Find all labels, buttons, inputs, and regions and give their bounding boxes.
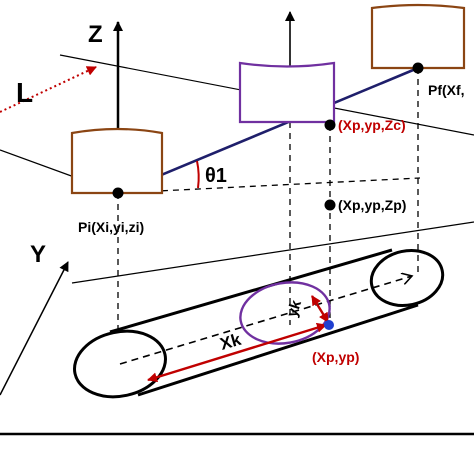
point-pi — [112, 187, 124, 199]
direction-label-l: L — [16, 77, 33, 108]
camera-box-middle — [238, 61, 336, 124]
ground-plane-line — [71, 221, 474, 284]
label-yk: yk — [284, 297, 306, 319]
cylinder-bottom-edge — [137, 303, 419, 397]
label-projected-point: (Xp,yp,Zp) — [338, 197, 406, 213]
point-projected — [324, 199, 336, 211]
label-initial-point: Pi(Xi,yi,zi) — [78, 219, 144, 235]
arrow-xk — [147, 322, 327, 383]
label-xk: Xk — [218, 330, 244, 354]
y-axis-label: Y — [30, 241, 46, 268]
label-camera-point: (Xp,yp,Zc) — [338, 117, 406, 133]
point-ground — [324, 320, 334, 330]
arrow-yk — [310, 295, 330, 323]
guide-horizontal — [117, 177, 421, 194]
cylinder-end-far — [369, 249, 445, 307]
y-axis — [0, 261, 69, 396]
angle-arc — [196, 160, 200, 189]
point-camera — [324, 119, 336, 131]
trajectory-line — [117, 66, 419, 195]
camera-box-initial — [70, 127, 164, 195]
angle-label: θ1 — [205, 165, 227, 187]
point-pf — [412, 62, 424, 74]
label-final-point: Pf(Xf, — [428, 82, 465, 98]
label-ground-point: (Xp,yp) — [312, 349, 359, 365]
cylinder-top-edge — [109, 248, 393, 334]
direction-arrow-l — [0, 66, 97, 113]
camera-box-final — [370, 3, 466, 70]
z-axis-label: Z — [88, 21, 103, 48]
